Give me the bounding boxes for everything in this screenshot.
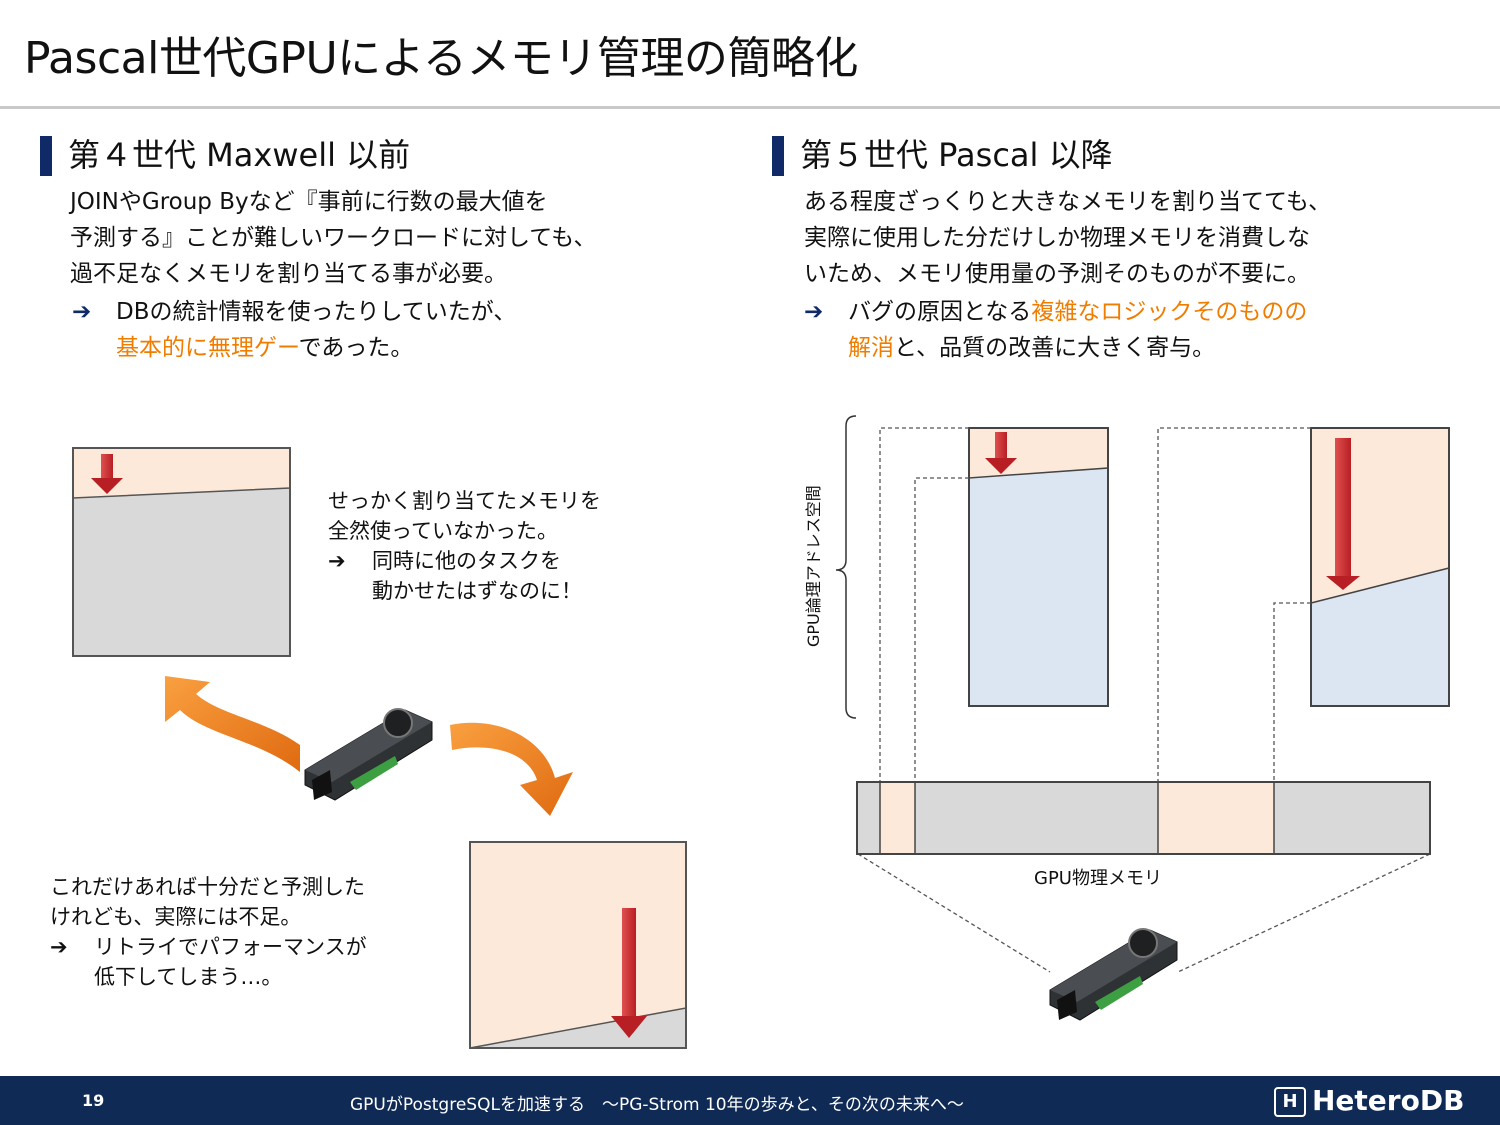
curved-arrow-icon [450,722,573,816]
logical-memory-box [968,427,1109,707]
right-body-line: ある程度ざっくりと大きなメモリを割り当てても、 [804,189,1332,215]
right-body-line: いため、メモリ使用量の予測そのものが不要に。 [804,261,1310,287]
gpu-card-icon [1049,928,1178,1021]
left-body-line: 過不足なくメモリを割り当てる事が必要。 [70,261,507,287]
right-bullet-line: バグの原因となる [848,299,1032,325]
left-note-top: せっかく割り当てたメモリを 全然使っていなかった。 ➔ 同時に他のタスクを 動かせ… [328,486,601,606]
heading-bar [40,136,52,176]
right-bullet: ➔ バグの原因となる複雑なロジックそのものの 解消と、品質の改善に大きく寄与。 [804,294,1307,366]
note-line: リトライでパフォーマンスが [94,935,367,959]
physical-memory-bar [856,781,1431,855]
mapping-lines [857,427,1431,973]
right-diagram [835,415,1450,1021]
right-bullet-highlight: 解消 [848,335,894,361]
left-section-heading: 第４世代 Maxwell 以前 [40,130,411,176]
title-divider [0,106,1500,109]
left-note-bottom: これだけあれば十分だと予測した けれども、実際には不足。 ➔ リトライでパフォーマ… [50,872,367,992]
note-line: 低下してしまう…。 [94,965,283,989]
note-line: これだけあれば十分だと予測した [50,875,365,899]
physical-memory-label: GPU物理メモリ [1034,868,1162,889]
footer: 19 GPUがPostgreSQLを加速する ～PG-Strom 10年の歩みと… [0,1076,1500,1125]
underallocated-memory-box [469,841,687,1049]
footer-title: GPUがPostgreSQLを加速する ～PG-Strom 10年の歩みと、その… [350,1095,964,1115]
left-bullet: ➔ DBの統計情報を使ったりしていたが、 基本的に無理ゲーであった。 [72,294,516,366]
right-bullet-line: と、品質の改善に大きく寄与。 [894,335,1216,361]
left-bullet-line: であった。 [298,335,414,361]
gpu-card-icon [304,708,433,801]
right-body-line: 実際に使用した分だけしか物理メモリを消費しな [804,225,1310,251]
note-line: 同時に他のタスクを [372,549,561,573]
left-diagram [72,447,687,1049]
right-heading-text: 第５世代 Pascal 以降 [800,136,1113,174]
left-bullet-line: DBの統計情報を使ったりしていたが、 [116,299,517,325]
arrow-icon: ➔ [328,549,346,573]
left-body: JOINやGroup Byなど『事前に行数の最大値を 予測する』ことが難しいワー… [70,184,596,292]
left-body-line: 予測する』ことが難しいワークロードに対しても、 [70,225,597,251]
note-line: せっかく割り当てたメモリを [328,489,601,513]
overallocated-memory-box [72,447,291,657]
logical-memory-box [1310,427,1450,707]
heading-bar [772,136,784,176]
left-bullet-highlight: 基本的に無理ゲー [116,335,299,361]
note-line: 動かせたはずなのに！ [372,579,582,603]
left-body-line: JOINやGroup Byなど『事前に行数の最大値を [70,189,548,215]
logical-address-space-label: GPU論理アドレス空間 [804,485,823,647]
page-title: Pascal世代GPUによるメモリ管理の簡略化 [24,33,858,84]
right-section-heading: 第５世代 Pascal 以降 [772,130,1113,176]
page-number: 19 [82,1091,105,1110]
right-bullet-highlight: 複雑なロジックそのものの [1031,299,1308,325]
arrow-icon: ➔ [50,935,68,959]
brace-icon [835,415,857,719]
note-line: けれども、実際には不足。 [50,905,302,929]
arrow-icon: ➔ [72,299,92,325]
curved-arrow-icon [165,676,300,772]
left-heading-text: 第４世代 Maxwell 以前 [68,136,411,174]
logo-text: HeteroDB [1312,1084,1465,1117]
logo-mark-icon: H [1274,1087,1306,1117]
note-line: 全然使っていなかった。 [328,519,558,543]
arrow-icon: ➔ [804,299,824,325]
right-body: ある程度ざっくりと大きなメモリを割り当てても、 実際に使用した分だけしか物理メモ… [804,184,1331,292]
